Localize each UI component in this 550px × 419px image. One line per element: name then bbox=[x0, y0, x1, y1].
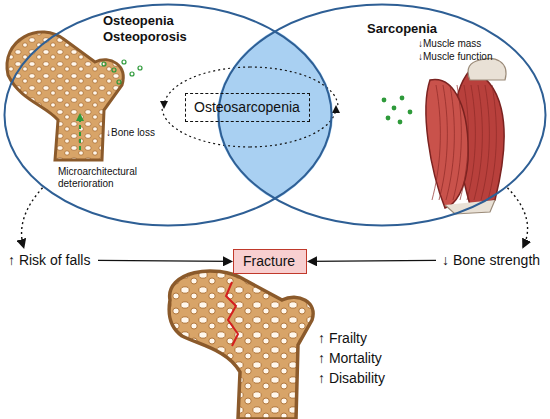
muscle-fibre bbox=[488, 85, 496, 200]
annotation: ↓Muscle mass bbox=[418, 38, 481, 50]
outcome-label: ↑ Mortality bbox=[318, 350, 382, 367]
connector-arrow bbox=[98, 260, 231, 261]
signal-dots bbox=[102, 60, 142, 84]
muscle-fibre bbox=[446, 85, 454, 200]
ellipse-outline bbox=[5, 5, 332, 226]
muscle bbox=[426, 58, 506, 214]
muscle-fibre bbox=[474, 85, 482, 200]
node-text: Fracture bbox=[243, 253, 297, 270]
connector-arrow bbox=[507, 188, 527, 247]
muscle-fibre bbox=[432, 85, 440, 200]
overlap-box: Osteosarcopenia bbox=[185, 93, 310, 122]
outcome-label: ↑ Frailty bbox=[318, 330, 367, 347]
fracture-line bbox=[226, 282, 238, 346]
node-text: Osteosarcopenia bbox=[194, 99, 301, 116]
connector-arrow bbox=[22, 188, 43, 247]
outcome-text: ↓ Bone strength bbox=[440, 250, 544, 271]
muscle-fibre bbox=[481, 85, 489, 200]
fracture-box: Fracture bbox=[233, 249, 307, 274]
node-text: ↓ Bone strength bbox=[442, 252, 542, 269]
muscle-fibre bbox=[439, 85, 447, 200]
muscle-fibre bbox=[467, 85, 475, 200]
outcome-label: ↑ Disability bbox=[318, 370, 385, 387]
annotation: ↓Muscle function bbox=[418, 51, 492, 63]
muscle-fibre bbox=[453, 85, 461, 200]
bone-loss-arrow bbox=[79, 115, 81, 150]
muscle-fibre bbox=[460, 85, 468, 200]
signal-dots bbox=[382, 96, 413, 125]
connector-arrow bbox=[309, 260, 436, 261]
region-heading: Osteopenia Osteoporosis bbox=[103, 13, 193, 44]
node-text: ↑ Risk of falls bbox=[8, 252, 92, 269]
outcome-text: ↑ Risk of falls bbox=[6, 250, 94, 271]
annotation: ↓Bone loss bbox=[106, 127, 155, 139]
femur-top bbox=[7, 32, 123, 160]
femur-fracture bbox=[169, 271, 313, 419]
region-heading: Sarcopenia bbox=[367, 21, 437, 37]
annotation: Microarchitectural deterioration bbox=[58, 166, 163, 190]
